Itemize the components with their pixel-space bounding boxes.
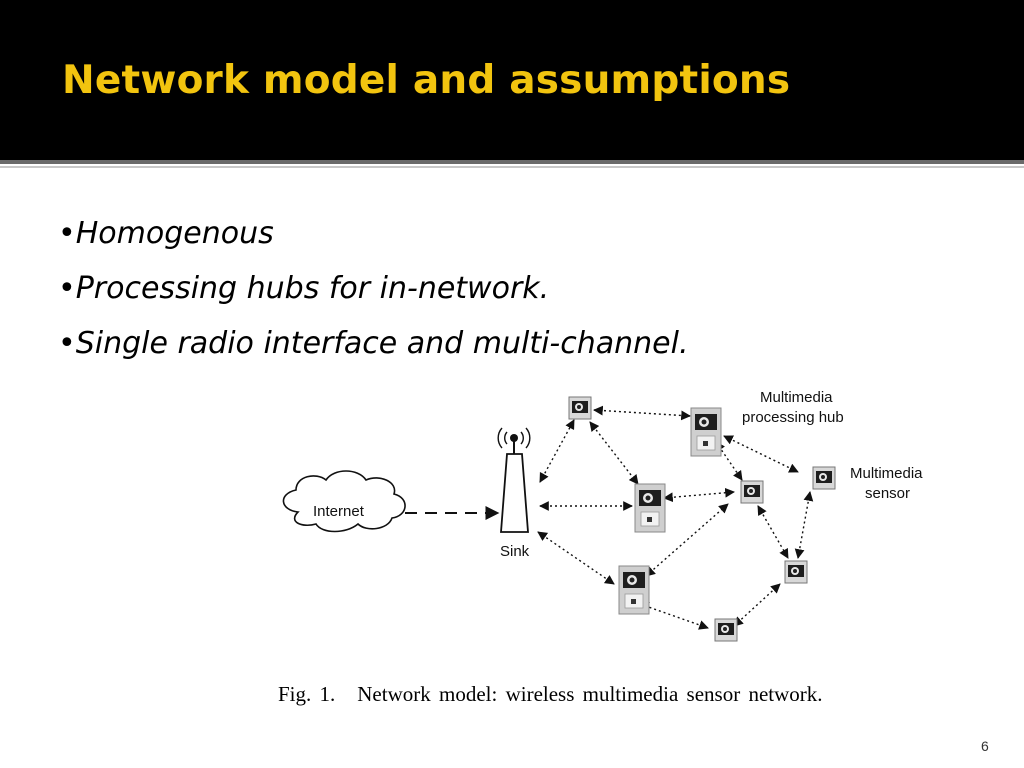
page-number: 6: [981, 738, 989, 754]
internet-label: Internet: [313, 503, 365, 520]
camera-sensor-icon: [812, 466, 836, 490]
figure-caption-text: Network model: wireless multimedia senso…: [357, 682, 823, 706]
internet-cloud: Internet: [282, 470, 406, 533]
processing-hub-icon: [634, 483, 666, 533]
sensor-label-line1: Multimedia: [850, 465, 923, 482]
hub-label-line1: Multimedia: [760, 389, 833, 406]
sink-antenna: Sink: [497, 427, 531, 560]
camera-sensor-icon: [568, 396, 592, 420]
figure-caption: Fig. 1. Network model: wireless multimedi…: [278, 682, 823, 707]
title-divider-thin: [0, 166, 1024, 168]
wireless-links: [537, 405, 814, 630]
bullet-list: •Homogenous •Processing hubs for in-netw…: [58, 206, 689, 371]
camera-sensor-icon: [740, 480, 764, 504]
title-divider: [0, 160, 1024, 164]
bullet-item: •Homogenous: [58, 216, 274, 251]
processing-hub-icon: [618, 565, 650, 615]
camera-sensor-icon: [784, 560, 808, 584]
camera-sensor-icon: [714, 618, 738, 642]
sink-label: Sink: [500, 543, 530, 560]
title-bar: Network model and assumptions: [0, 0, 1024, 160]
slide-title: Network model and assumptions: [62, 58, 791, 103]
bullet-item: •Single radio interface and multi-channe…: [58, 326, 689, 361]
sensor-label-line2: sensor: [865, 485, 910, 502]
antenna-icon: [510, 434, 518, 442]
network-diagram: Internet Sink Multimedia processing hub: [282, 389, 923, 642]
processing-hub-icon: [690, 407, 722, 457]
bullet-item: •Processing hubs for in-network.: [58, 271, 550, 306]
figure-number: Fig. 1.: [278, 682, 336, 706]
hub-label-line2: processing hub: [742, 409, 844, 426]
